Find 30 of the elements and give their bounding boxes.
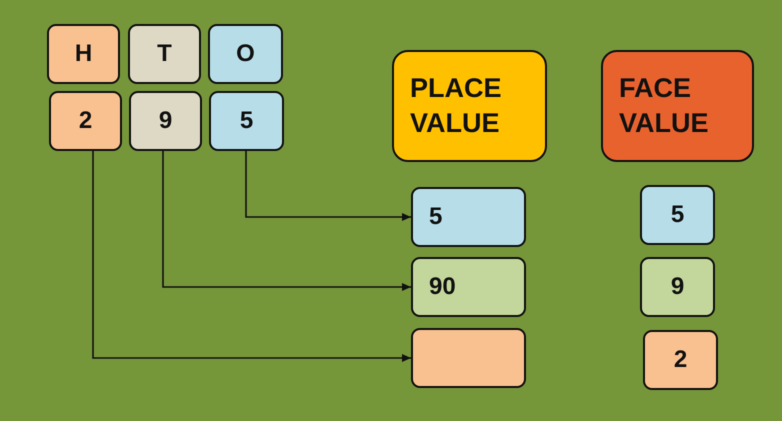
- box-label: T: [157, 39, 172, 70]
- box-label: 5: [429, 202, 442, 232]
- value-box: [129, 91, 202, 151]
- arrow: [245, 151, 411, 221]
- box-label: 90: [429, 272, 456, 302]
- value-box: [208, 24, 283, 84]
- box-label: 9: [158, 106, 172, 136]
- box-label: PLACE VALUE: [410, 72, 503, 140]
- box-label: 5: [670, 200, 684, 230]
- heading-box: [601, 50, 754, 162]
- value-box: [47, 24, 120, 84]
- value-box: [640, 257, 715, 317]
- arrow: [92, 151, 411, 362]
- value-box: [128, 24, 201, 84]
- box-label: 2: [78, 106, 92, 136]
- value-box: [411, 328, 526, 388]
- heading-box: [392, 50, 547, 162]
- value-box: [209, 91, 284, 151]
- value-box: [411, 257, 526, 317]
- box-label: 2: [674, 345, 688, 376]
- box-label: 9: [670, 272, 684, 302]
- box-label: O: [236, 39, 255, 70]
- value-box: [640, 185, 715, 245]
- value-box: [643, 330, 718, 390]
- box-label: 5: [240, 106, 254, 136]
- value-box: [411, 187, 526, 247]
- box-label: H: [74, 39, 92, 70]
- value-box: [49, 91, 122, 151]
- box-label: FACE VALUE: [619, 72, 710, 140]
- arrow: [162, 151, 411, 291]
